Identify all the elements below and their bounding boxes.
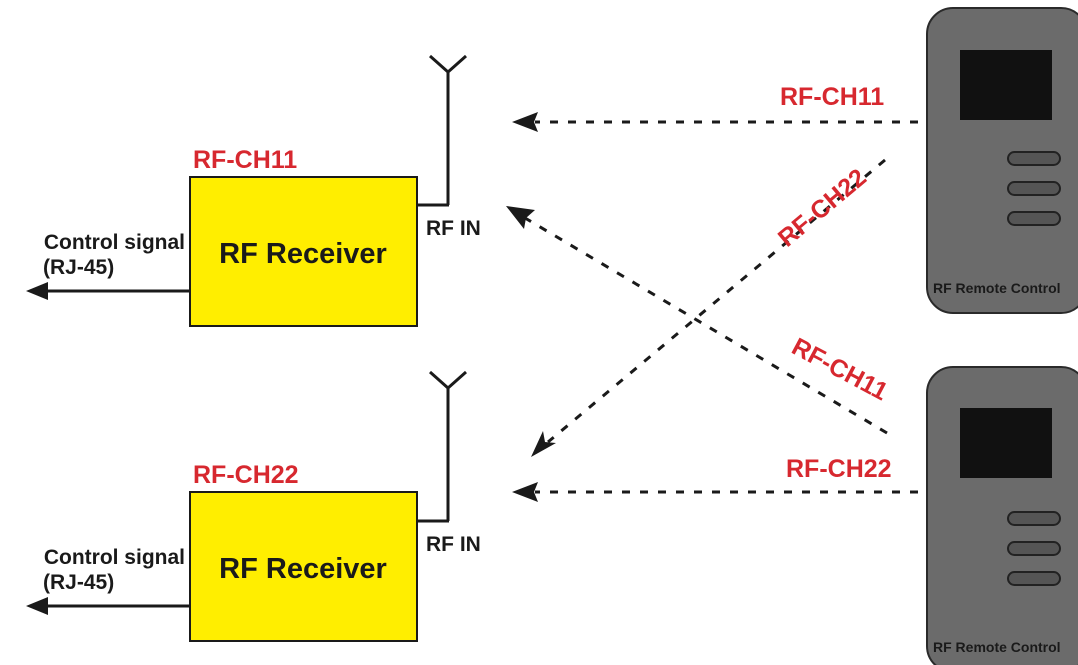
receiver-1: RF Receiver RF-CH11 RF IN Control signal… xyxy=(26,54,481,327)
antenna-icon xyxy=(418,54,467,207)
link-label: RF-CH11 xyxy=(780,83,884,111)
output-label: Control signal xyxy=(44,231,185,254)
arrow-head xyxy=(512,112,538,132)
output-connector-label: (RJ-45) xyxy=(43,571,114,594)
receiver-box xyxy=(189,176,418,327)
output-arrow-head xyxy=(26,282,48,300)
link-label: RF-CH22 xyxy=(773,163,872,252)
arrow-head xyxy=(506,206,535,229)
rf-in-label: RF IN xyxy=(426,533,481,556)
remote-caption: RF Remote Control xyxy=(933,280,1061,296)
receiver-title: RF Receiver xyxy=(219,238,387,270)
remote-caption: RF Remote Control xyxy=(933,639,1061,655)
output-label: Control signal xyxy=(44,546,185,569)
rf-link-remote1-receiver1: RF-CH11 xyxy=(512,83,918,132)
link-label: RF-CH22 xyxy=(786,455,892,483)
remote-control-icon xyxy=(926,7,1078,314)
arrow-head xyxy=(512,482,538,502)
rf-link-remote2-receiver1: RF-CH11 xyxy=(506,206,892,435)
receiver-2: RF Receiver RF-CH22 RF IN Control signal… xyxy=(26,370,481,642)
link-label: RF-CH11 xyxy=(787,333,892,407)
output-arrow-head xyxy=(26,597,48,615)
rf-in-label: RF IN xyxy=(426,217,481,240)
receiver-channel-label: RF-CH11 xyxy=(193,146,297,174)
rf-link-remote2-receiver2: RF-CH22 xyxy=(512,455,918,502)
remote-control-icon xyxy=(926,366,1078,665)
remote-control-2: RF Remote Control xyxy=(926,366,1078,665)
receiver-box xyxy=(189,491,418,642)
antenna-icon xyxy=(418,370,467,523)
output-connector-label: (RJ-45) xyxy=(43,256,114,279)
receiver-channel-label: RF-CH22 xyxy=(193,461,299,489)
remote-control-1: RF Remote Control xyxy=(926,7,1078,314)
receiver-title: RF Receiver xyxy=(219,553,387,585)
rf-link-remote1-receiver2: RF-CH22 xyxy=(531,158,886,457)
arrow-head xyxy=(531,431,556,457)
